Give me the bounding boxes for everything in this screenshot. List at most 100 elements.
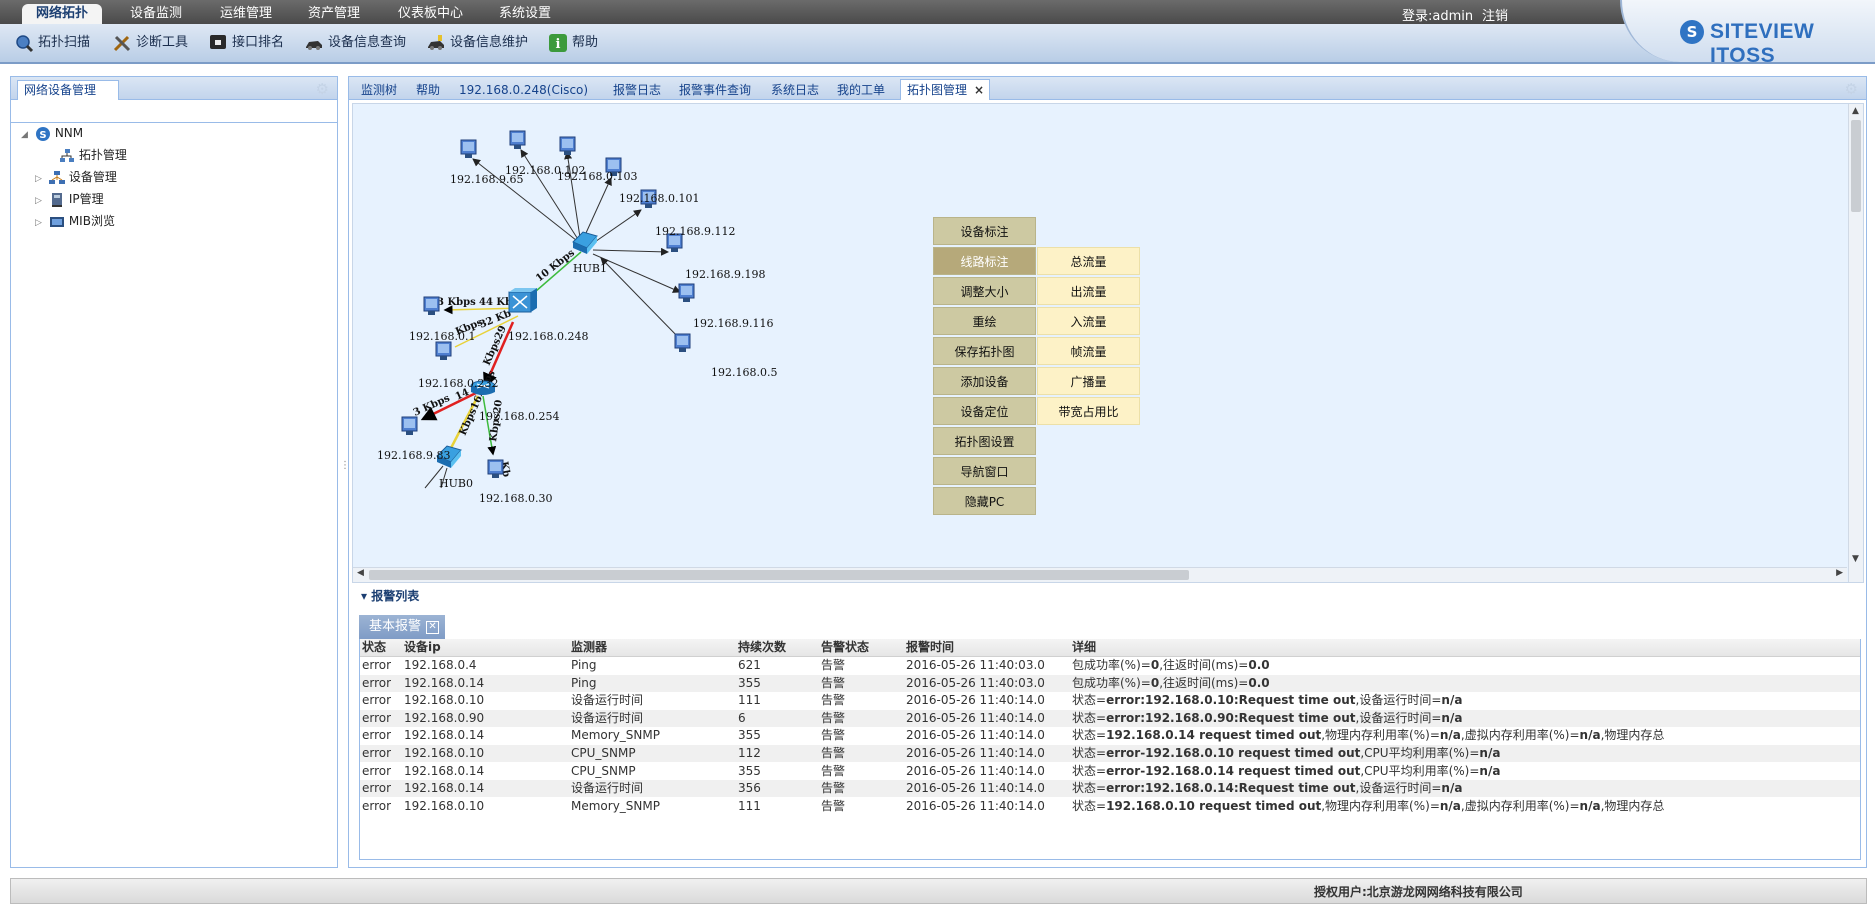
topology-scan-button[interactable]: 拓扑扫描: [14, 32, 90, 54]
link-248-254[interactable]: [483, 321, 515, 389]
vertical-scrollbar[interactable]: ▲ ▼: [1848, 104, 1863, 582]
scroll-down-icon[interactable]: ▼: [1852, 554, 1859, 564]
tab-topology-management[interactable]: 拓扑图管理 ×: [900, 79, 991, 100]
tab-alarm-event-query[interactable]: 报警事件查询: [679, 83, 752, 97]
menu-item-topology-settings[interactable]: 拓扑图设置: [933, 427, 1036, 455]
switch-icon[interactable]: [508, 288, 537, 313]
submenu-frame-traffic[interactable]: 帧流量: [1037, 337, 1140, 365]
tree-node-device-management[interactable]: ▷ 设备管理: [35, 168, 117, 186]
tree-node-topology[interactable]: 拓扑管理: [45, 146, 127, 164]
collapse-icon[interactable]: ◢: [21, 130, 28, 140]
gear-icon[interactable]: ⚙: [315, 80, 329, 98]
submenu-out-traffic[interactable]: 出流量: [1037, 277, 1140, 305]
menu-operations[interactable]: 运维管理: [220, 6, 273, 21]
tab-monitor-tree[interactable]: 监测树: [361, 83, 398, 97]
link-254-0-30[interactable]: [482, 395, 497, 456]
pc-icon[interactable]: [423, 296, 440, 315]
tab-system-log[interactable]: 系统日志: [771, 83, 820, 97]
close-icon[interactable]: ✕: [426, 621, 440, 634]
scroll-left-icon[interactable]: ◀: [357, 568, 364, 578]
tree-node-ip-management[interactable]: ▷ IP管理: [35, 190, 104, 208]
pc-icon[interactable]: [509, 130, 526, 149]
pc-icon[interactable]: [401, 416, 418, 435]
tab-my-workorders[interactable]: 我的工单: [837, 83, 886, 97]
pc-icon[interactable]: [559, 136, 576, 155]
pc-icon[interactable]: [678, 283, 695, 302]
link-254-hub0[interactable]: [449, 395, 480, 449]
tab-device-cisco[interactable]: 192.168.0.248(Cisco): [459, 83, 589, 97]
alarm-list-header[interactable]: ▾ 报警列表: [361, 589, 420, 603]
expand-icon[interactable]: ▷: [35, 196, 42, 206]
pc-icon[interactable]: [435, 341, 452, 360]
submenu-total-traffic[interactable]: 总流量: [1037, 247, 1140, 275]
scroll-up-icon[interactable]: ▲: [1852, 106, 1859, 116]
horizontal-scrollbar[interactable]: ◀ ▶: [353, 567, 1847, 582]
left-panel-title[interactable]: 网络设备管理: [17, 80, 120, 100]
column-header[interactable]: 详细: [1072, 640, 1097, 654]
menu-item-navigation-window[interactable]: 导航窗口: [933, 457, 1036, 485]
submenu-broadcast[interactable]: 广播量: [1037, 367, 1140, 395]
link-248-232[interactable]: [454, 315, 519, 348]
hub-icon[interactable]: [572, 231, 598, 254]
tab-alarm-log[interactable]: 报警日志: [613, 83, 662, 97]
menu-item-hide-pc[interactable]: 隐藏PC: [933, 487, 1036, 515]
interface-ranking-button[interactable]: 接口排名: [208, 32, 284, 54]
expand-icon[interactable]: ▷: [35, 218, 42, 228]
device-info-query-button[interactable]: 设备信息查询: [304, 32, 406, 54]
vertical-scroll-thumb[interactable]: [1851, 120, 1861, 212]
menu-dashboard-center[interactable]: 仪表板中心: [398, 6, 464, 21]
column-header[interactable]: 告警状态: [821, 640, 870, 654]
pc-icon[interactable]: [666, 233, 683, 252]
tab-basic-alarm[interactable]: 基本报警 ✕: [359, 615, 446, 639]
panel-splitter[interactable]: ⋮: [340, 460, 350, 471]
link-254-9-83[interactable]: [420, 390, 479, 421]
tab-help[interactable]: 帮助: [416, 83, 441, 97]
column-header[interactable]: 持续次数: [738, 640, 787, 654]
menu-item-resize[interactable]: 调整大小: [933, 277, 1036, 305]
submenu-bandwidth-usage[interactable]: 带宽占用比: [1037, 397, 1140, 425]
link-248-0-1[interactable]: [443, 305, 522, 315]
menu-system-settings[interactable]: 系统设置: [499, 6, 552, 21]
gear-icon[interactable]: ⚙: [1844, 80, 1858, 98]
menu-device-monitoring[interactable]: 设备监测: [130, 6, 183, 21]
column-header[interactable]: 监测器: [571, 640, 608, 654]
pc-icon[interactable]: [640, 189, 657, 208]
column-header[interactable]: 设备ip: [404, 640, 441, 654]
hub-icon[interactable]: [436, 445, 462, 468]
topology-diagram[interactable]: 10 Kbps 3 Kbps 44 Kb Kbps 32 Kb Kbps29 K…: [353, 104, 1847, 568]
pc-icon[interactable]: [674, 333, 691, 352]
diagnostic-tools-button[interactable]: 诊断工具: [112, 32, 188, 54]
pc-icon[interactable]: [605, 157, 622, 176]
scroll-right-icon[interactable]: ▶: [1836, 568, 1843, 578]
submenu-in-traffic[interactable]: 入流量: [1037, 307, 1140, 335]
menu-item-add-device[interactable]: 添加设备: [933, 367, 1036, 395]
menu-item-save-topology[interactable]: 保存拓扑图: [933, 337, 1036, 365]
menu-assets[interactable]: 资产管理: [308, 6, 361, 21]
menu-item-redraw[interactable]: 重绘: [933, 307, 1036, 335]
router-icon[interactable]: [470, 380, 496, 395]
column-header[interactable]: 状态: [362, 640, 387, 654]
pc-icon[interactable]: [487, 459, 504, 478]
menu-item-line-annotation[interactable]: 线路标注: [933, 247, 1036, 275]
close-tab-icon[interactable]: ×: [973, 83, 985, 97]
horizontal-scroll-thumb[interactable]: [369, 570, 1189, 580]
device-info-maintain-button[interactable]: 设备信息维护: [426, 32, 528, 54]
column-header[interactable]: 报警时间: [906, 640, 955, 654]
expand-icon[interactable]: ▷: [35, 174, 42, 184]
menu-item-device-annotation[interactable]: 设备标注: [933, 217, 1036, 245]
topology-canvas[interactable]: 10 Kbps 3 Kbps 44 Kb Kbps 32 Kb Kbps29 K…: [352, 103, 1864, 583]
menu-network-topology[interactable]: 网络拓扑: [22, 4, 103, 24]
menu-item-locate-device[interactable]: 设备定位: [933, 397, 1036, 425]
tree-node-mib-browser[interactable]: ▷ MIB浏览: [35, 212, 115, 230]
